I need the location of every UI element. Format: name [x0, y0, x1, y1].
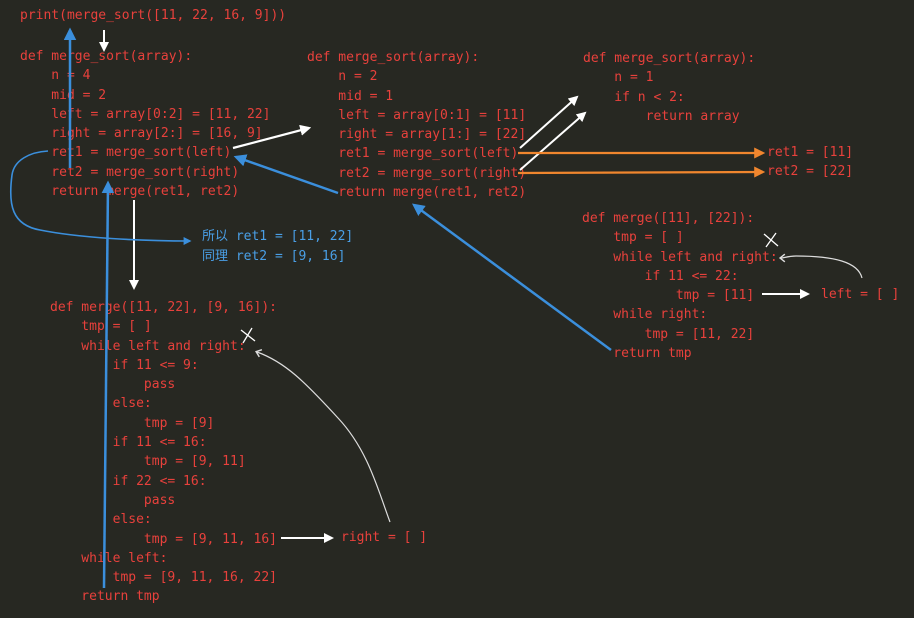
arrow-ret1-to-n2 — [232, 124, 312, 150]
note-line: 所以 ret1 = [11, 22] — [202, 229, 354, 244]
code-line: if 11 <= 16: — [50, 435, 207, 451]
code-line: n = 2 — [307, 69, 378, 85]
code-line: mid = 1 — [307, 88, 394, 104]
cross-mark-big — [240, 327, 256, 344]
code-line: right = [ ] — [341, 530, 428, 545]
code-line: if 11 <= 9: — [50, 357, 199, 373]
code-line: def merge_sort(array): — [20, 49, 193, 64]
merge-sort-n2-block: def merge_sort(array): n = 2 mid = 1 lef… — [307, 48, 526, 202]
merge-sort-n1-block: def merge_sort(array): n = 1 if n < 2: r… — [583, 49, 755, 126]
code-line: left = array[0:2] = [11, 22] — [20, 106, 271, 122]
code-line: tmp = [9] — [50, 415, 215, 431]
code-line: tmp = [9, 11, 16] — [50, 531, 277, 547]
left-empty-note: left = [ ] — [821, 285, 899, 304]
arrow-ret2-result — [517, 166, 766, 178]
code-line: pass — [50, 492, 176, 508]
code-line: ret2 = merge_sort(right) — [20, 164, 240, 180]
merge-small-block: def merge([11], [22]): tmp = [ ] while l… — [582, 209, 778, 363]
code-line: return merge(ret1, ret2) — [20, 184, 240, 200]
code-line: tmp = [ ] — [50, 319, 152, 335]
arrow-curve-to-conclusion — [9, 150, 192, 245]
code-line: while left and right: — [582, 249, 778, 265]
code-line: if 22 <= 16: — [50, 473, 207, 489]
code-line: if 11 <= 22: — [582, 268, 739, 284]
code-line: ret2 = merge_sort(right) — [307, 165, 527, 181]
code-line: return merge(ret1, ret2) — [307, 185, 527, 201]
code-line: right = array[2:] = [16, 9] — [20, 126, 263, 142]
code-line: left = array[0:1] = [11] — [307, 107, 527, 123]
code-line: return array — [583, 108, 740, 124]
code-line: def merge([11], [22]): — [582, 211, 755, 226]
code-line: left = [ ] — [821, 287, 900, 302]
code-line: ret2 = [22] — [767, 164, 854, 180]
code-line: ret1 = [11] — [767, 145, 854, 160]
code-line: n = 1 — [583, 70, 654, 86]
code-line: while left: — [50, 550, 168, 566]
arrow-thin-curve-big — [255, 348, 391, 523]
code-line: def merge_sort(array): — [307, 50, 480, 65]
arrow-n2-ret2-to-n1 — [519, 111, 587, 171]
code-line: return tmp — [582, 346, 692, 362]
code-line: def merge([11, 22], [9, 16]): — [50, 300, 277, 315]
cross-mark-small — [763, 232, 779, 248]
code-line: ret1 = merge_sort(left) — [307, 146, 519, 162]
code-line: tmp = [ ] — [582, 230, 684, 246]
top-call-code: print(merge_sort([11, 22, 16, 9])) — [20, 6, 286, 25]
code-line: tmp = [9, 11] — [50, 454, 246, 470]
code-line: tmp = [9, 11, 16, 22] — [50, 570, 277, 586]
right-empty-note: right = [ ] — [341, 528, 427, 547]
code-line: right = array[1:] = [22] — [307, 127, 527, 143]
code-line: else: — [50, 512, 152, 528]
arrow-n2-ret1-to-n1 — [519, 95, 579, 149]
code-line: while right: — [582, 307, 708, 323]
code-line: ret1 = merge_sort(left) — [20, 145, 232, 161]
merge-big-block: def merge([11, 22], [9, 16]): tmp = [ ] … — [50, 298, 277, 607]
code-line: if n < 2: — [583, 89, 685, 105]
code-line: print(merge_sort([11, 22, 16, 9])) — [20, 8, 287, 23]
ret-values-block: ret1 = [11] ret2 = [22] — [767, 143, 853, 182]
code-line: tmp = [11] — [582, 288, 755, 304]
code-line: return tmp — [50, 589, 160, 605]
arrow-thin-curve-small — [778, 253, 863, 279]
code-line: def merge_sort(array): — [583, 51, 756, 66]
code-line: tmp = [11, 22] — [582, 326, 755, 342]
arrow-merge-return-to-n2 — [411, 203, 612, 352]
conclusion-note: 所以 ret1 = [11, 22] 同理 ret2 = [9, 16] — [202, 227, 353, 266]
arrow-n2-return-to-ret1 — [233, 154, 339, 195]
arrow-merge-return-up — [101, 180, 115, 589]
code-line: pass — [50, 377, 176, 393]
code-line: else: — [50, 396, 152, 412]
code-line: while left and right: — [50, 338, 246, 354]
note-line: 同理 ret2 = [9, 16] — [202, 248, 346, 264]
